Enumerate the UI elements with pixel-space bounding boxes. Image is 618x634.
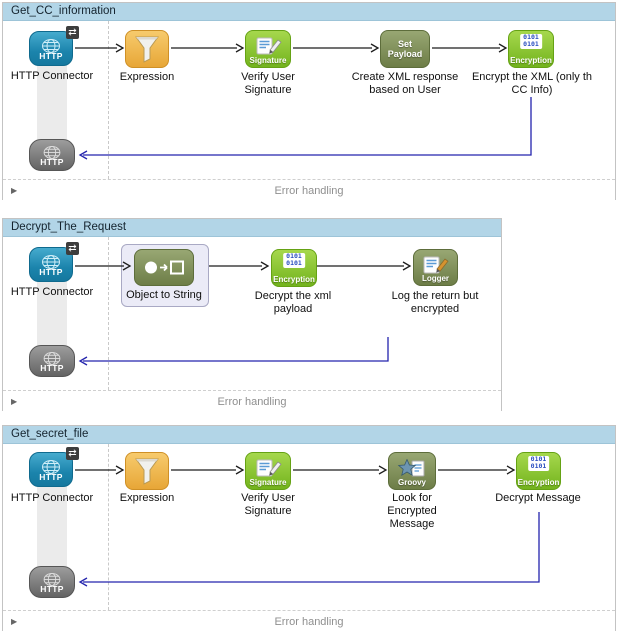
step-label: Create XML response based on User: [351, 71, 459, 96]
step-encryption[interactable]: 0101 0101 Encryption: [508, 30, 554, 68]
step-label: Decrypt the xml payload: [254, 290, 332, 315]
step-encryption[interactable]: 0101 0101 Encryption: [271, 249, 317, 287]
source-response-lane: [37, 480, 67, 582]
document-pencil-icon: [256, 459, 282, 476]
exchange-badge-icon: ⇄: [66, 26, 79, 39]
object-to-string-icon: [145, 260, 184, 275]
flow-title[interactable]: Decrypt_The_Request: [3, 219, 501, 237]
lane-separator: [108, 21, 109, 179]
http-connector-icon[interactable]: ⇄ HTTP: [29, 242, 79, 282]
step-groovy[interactable]: Groovy: [388, 452, 436, 490]
flow-get-secret-file: Get_secret_file ⇄ HTTP HTTP Connector: [2, 425, 616, 632]
document-pencil-icon: [423, 256, 449, 273]
http-response-icon[interactable]: HTTP: [29, 139, 75, 171]
step-label: Log the return but encrypted: [391, 290, 479, 315]
error-handling-label: Error handling: [274, 615, 344, 628]
http-response-icon[interactable]: HTTP: [29, 566, 75, 598]
binary-code-icon: 0101 0101: [527, 455, 550, 471]
expander-arrow-icon[interactable]: ▶: [11, 397, 18, 406]
exchange-badge-icon: ⇄: [66, 447, 79, 460]
step-label: HTTP Connector: [10, 286, 94, 298]
funnel-icon: [135, 458, 159, 485]
http-connector-icon[interactable]: ⇄ HTTP: [29, 447, 79, 487]
error-handling-label: Error handling: [274, 184, 344, 197]
binary-code-icon: 0101 0101: [520, 33, 542, 49]
lane-separator: [108, 237, 109, 390]
error-handling-bar[interactable]: ▶ Error handling: [3, 610, 615, 632]
step-label: HTTP Connector: [10, 492, 94, 504]
http-label: HTTP: [39, 50, 63, 61]
step-logger[interactable]: Logger: [413, 249, 458, 286]
step-label: Verify User Signature: [241, 71, 295, 96]
step-label: Expression: [119, 71, 175, 83]
globe-icon: [42, 38, 60, 53]
star-document-icon: [397, 459, 425, 477]
step-label: Encrypt the XML (only th CC Info): [471, 71, 593, 96]
error-handling-label: Error handling: [217, 395, 287, 408]
http-label: HTTP: [39, 266, 63, 277]
flow-canvas: ⇄ HTTP HTTP Connector: [3, 237, 501, 390]
funnel-icon: [135, 36, 159, 63]
step-label: Expression: [119, 492, 175, 504]
flow-title[interactable]: Get_CC_information: [3, 3, 615, 21]
document-pencil-icon: [256, 37, 282, 54]
http-label: HTTP: [40, 583, 64, 594]
flow-decrypt-the-request: Decrypt_The_Request ⇄ HTTP HTTP Conne: [2, 218, 502, 412]
globe-icon: [42, 254, 60, 269]
http-label: HTTP: [40, 362, 64, 373]
step-label: HTTP Connector: [10, 70, 94, 82]
expander-arrow-icon[interactable]: ▶: [11, 617, 18, 626]
step-expression[interactable]: [125, 452, 169, 490]
flow-title[interactable]: Get_secret_file: [3, 426, 615, 444]
flow-canvas: ⇄ HTTP HTTP Connector: [3, 444, 615, 610]
step-label: Verify User Signature: [241, 492, 295, 517]
globe-icon: [43, 572, 61, 586]
step-expression[interactable]: [125, 30, 169, 68]
globe-icon: [43, 351, 61, 365]
http-label: HTTP: [40, 156, 64, 167]
step-verify-user-signature[interactable]: Signature: [245, 452, 291, 490]
http-label: HTTP: [39, 471, 63, 482]
step-label: Object to String: [126, 289, 202, 301]
step-label: Decrypt Message: [495, 492, 581, 504]
globe-icon: [43, 145, 61, 159]
globe-icon: [42, 459, 60, 474]
step-label: Look for Encrypted Message: [387, 492, 437, 530]
error-handling-bar[interactable]: ▶ Error handling: [3, 390, 501, 412]
binary-code-icon: 0101 0101: [283, 252, 305, 268]
http-response-icon[interactable]: HTTP: [29, 345, 75, 377]
exchange-badge-icon: ⇄: [66, 242, 79, 255]
lane-separator: [108, 444, 109, 610]
step-encryption[interactable]: 0101 0101 Encryption: [516, 452, 561, 490]
http-connector-icon[interactable]: ⇄ HTTP: [29, 26, 79, 66]
step-verify-user-signature[interactable]: Signature: [245, 30, 291, 68]
expander-arrow-icon[interactable]: ▶: [11, 186, 18, 195]
step-set-payload[interactable]: Set Payload: [380, 30, 430, 68]
step-object-to-string[interactable]: [134, 249, 194, 286]
flow-get-cc-information: Get_CC_information ⇄ HTTP HTTP Connector: [2, 2, 616, 201]
error-handling-bar[interactable]: ▶ Error handling: [3, 179, 615, 201]
flow-canvas: ⇄ HTTP HTTP Connector: [3, 21, 615, 179]
